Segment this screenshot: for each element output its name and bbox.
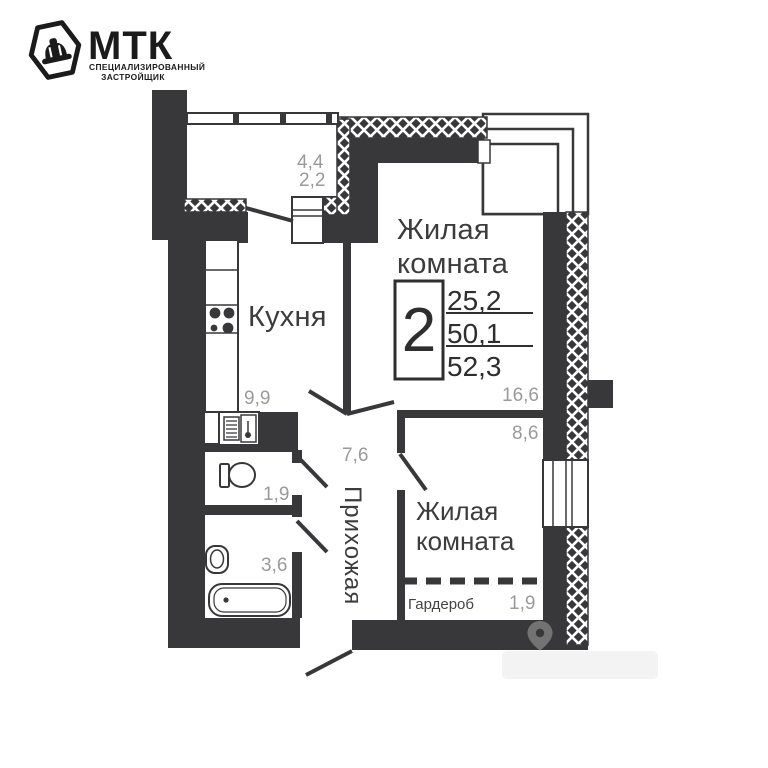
door-living1 [346,400,395,416]
developer-logo: МТК СПЕЦИАЛИЗИРОВАННЫЙ ЗАСТРОЙЩИК [28,18,258,88]
brand-tagline-2: ЗАСТРОЙЩИК [101,72,165,82]
wall-bath-right [292,552,302,618]
wardrobe-area-label: 1,9 [509,593,536,614]
wall-wc-top [205,443,298,452]
stove-icon [209,307,235,334]
hard-hat-icon [28,20,82,80]
wall-balcony-bottom [168,212,248,243]
door-balcony [245,206,294,223]
total-area-value: 52,3 [447,351,502,382]
wall-wc-bath-divider [205,505,293,515]
brand-tagline-1: СПЕЦИАЛИЗИРОВАННЫЙ [89,62,206,72]
kitchen-counter [204,239,239,413]
bathtub-icon [208,583,291,617]
kitchen-sink-icon [218,411,260,446]
kitchen-area-label: 9,9 [244,388,271,409]
wc-area-label: 1,9 [263,484,290,505]
living2-name-label: Жилая комната [416,496,515,557]
wall-kitchen-corner [258,412,298,443]
wall-left [168,213,205,648]
door-wc [295,454,329,489]
wall-living-divider [397,410,543,418]
bathroom-area-label: 3,6 [261,555,288,576]
door-kitchen [307,389,349,416]
brand-name: МТК [88,24,174,68]
balcony-area-counted-label: 2,2 [299,170,326,191]
summary-box [393,279,533,381]
door-entrance [305,649,353,677]
bathroom-sink-icon [205,545,229,574]
wall-living2-left [397,490,405,620]
watermark-smudge [502,651,658,679]
kitchen-name-label: Кухня [248,301,327,333]
wardrobe-name-label: Гардероб [408,596,474,613]
hatch-left-strip [336,118,351,216]
wall-stub-bath [292,495,302,517]
floor-area-value: 50,1 [447,318,502,349]
door-living2 [398,452,428,492]
door-bathroom [295,519,329,554]
neighbour-balcony-outline [481,112,590,216]
hatched-walls [183,116,589,646]
hatch-balcony [183,198,247,213]
wall-window-notch [477,139,491,164]
door-leaves [245,206,428,677]
hatch-right-upper [565,211,589,461]
hallway-area-label: 7,6 [342,445,369,466]
toilet-icon [219,462,256,488]
location-pin-icon [527,621,553,651]
hatch-right-lower [565,526,589,646]
balcony-area-full-label: 4,4 [297,152,324,173]
hallway-name-label: Прихожая [339,486,366,606]
living2-window [542,459,589,528]
living1-area-label: 16,6 [502,385,539,406]
wall-kitchen-living1 [343,243,351,414]
living2-area-label: 8,6 [512,423,539,444]
living-area-value: 25,2 [447,285,502,316]
living1-name-label: Жилая комната [397,214,509,280]
wall-bottom-left [168,618,300,648]
balcony-door-block [291,139,491,244]
wall-right-bump [587,380,613,408]
rooms-count: 2 [401,295,437,365]
balcony-window [186,112,339,125]
wall-living2-stub [397,418,405,453]
hatch-top [336,116,488,139]
